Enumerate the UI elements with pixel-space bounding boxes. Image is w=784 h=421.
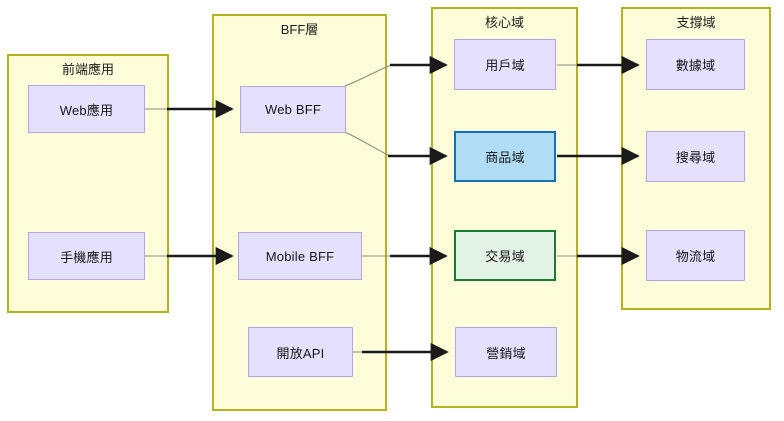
node-web-app-label: Web應用 — [59, 102, 114, 118]
node-open-api[interactable]: 開放API — [248, 327, 353, 377]
node-marketing-domain[interactable]: 營銷域 — [455, 327, 557, 377]
node-open-api-label: 開放API — [276, 345, 325, 361]
node-web-bff-label: Web BFF — [264, 102, 322, 117]
node-user-domain-label: 用戶域 — [485, 58, 525, 73]
node-marketing-domain-label: 營銷域 — [486, 345, 526, 361]
node-data-domain[interactable]: 數據域 — [646, 39, 745, 90]
node-mobile-bff[interactable]: Mobile BFF — [238, 232, 362, 280]
node-data-domain-label: 數據域 — [675, 58, 716, 73]
group-core-title: 核心域 — [484, 15, 524, 30]
node-search-domain[interactable]: 搜尋域 — [646, 131, 745, 182]
node-web-bff[interactable]: Web BFF — [240, 86, 346, 133]
node-trade-domain-label: 交易域 — [485, 249, 525, 264]
group-frontend-title: 前端應用 — [61, 62, 114, 77]
node-search-domain-label: 搜尋域 — [675, 150, 716, 165]
node-trade-domain[interactable]: 交易域 — [454, 230, 556, 281]
node-logistics-domain-label: 物流域 — [675, 249, 716, 264]
node-mobile-app-label: 手機應用 — [60, 249, 113, 265]
node-user-domain[interactable]: 用戶域 — [454, 39, 556, 90]
node-web-app[interactable]: Web應用 — [28, 85, 145, 133]
group-bff-title: BFF層 — [280, 22, 319, 37]
node-product-domain-label: 商品域 — [485, 150, 525, 165]
node-mobile-app[interactable]: 手機應用 — [28, 232, 145, 280]
group-support-title: 支撐域 — [676, 15, 716, 30]
node-logistics-domain[interactable]: 物流域 — [646, 230, 745, 281]
node-mobile-bff-label: Mobile BFF — [265, 248, 335, 264]
node-product-domain[interactable]: 商品域 — [454, 131, 556, 182]
